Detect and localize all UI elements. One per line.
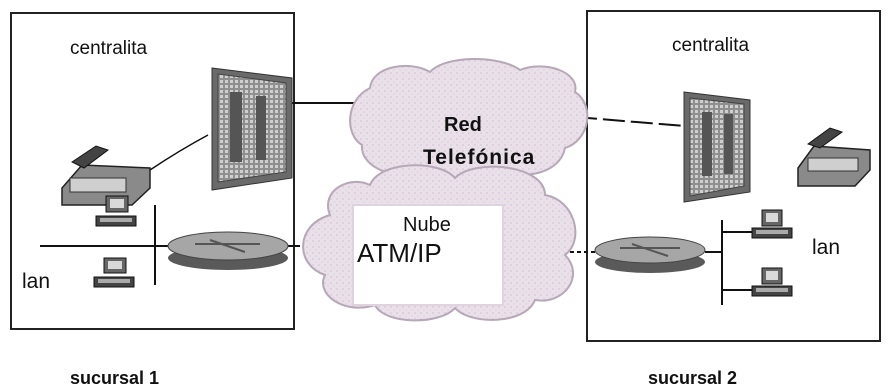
router2-icon [595, 237, 705, 273]
site2-pbx-label: centralita [672, 35, 749, 57]
pbx1-icon [212, 68, 292, 190]
phone1-cord [150, 135, 208, 170]
telephone2-icon [798, 128, 870, 186]
cloud-label-line2: ATM/IP [357, 238, 442, 269]
cloud-label-line1: Nube [403, 214, 451, 237]
site1-pbx-label: centralita [70, 38, 147, 60]
site2-lan-label: lan [812, 236, 840, 260]
phone-network-label-line2: Telefónica [423, 146, 535, 170]
site2-caption: sucursal 2 [648, 368, 737, 389]
site1-lan-label: lan [22, 270, 50, 294]
lan1-pc2-icon [94, 258, 134, 287]
phone-network-to-pbx2-line [575, 117, 685, 126]
phone-network-label-line1: Red [444, 114, 482, 137]
router1-icon [168, 232, 288, 270]
site1-caption: sucursal 1 [70, 368, 159, 389]
lan2-pc1-icon [752, 210, 792, 238]
lan2-pc2-icon [752, 268, 792, 296]
pbx2-icon [684, 92, 750, 202]
